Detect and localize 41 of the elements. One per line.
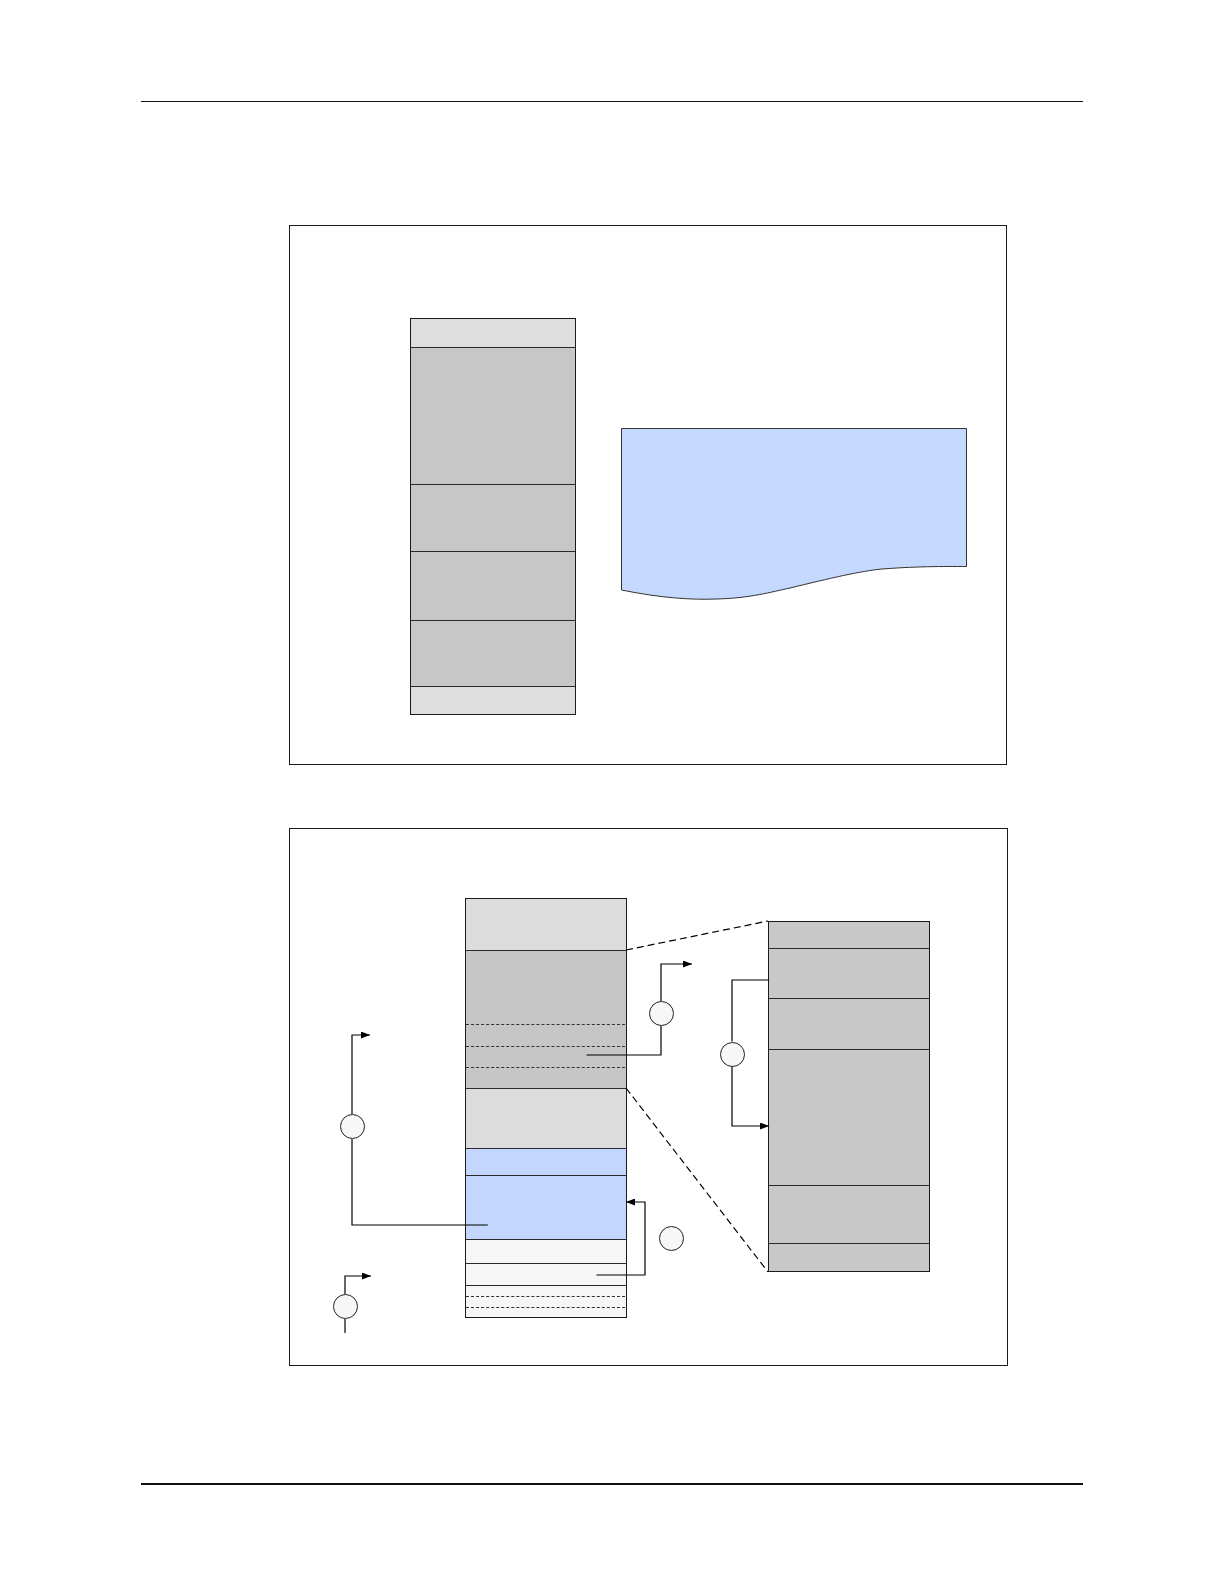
stack-segment: [466, 950, 626, 1088]
stack-segment: [769, 922, 929, 948]
arrow: [660, 960, 693, 1002]
arrow: [344, 1272, 372, 1295]
step-circle: [648, 1001, 674, 1026]
dashed-guide-line: [625, 920, 769, 951]
stack-segment: [769, 998, 929, 1049]
step-circle: [332, 1294, 358, 1319]
connector-line: [731, 979, 770, 1043]
stack-segment: [411, 319, 575, 347]
step-circle: [339, 1114, 365, 1139]
dashed-guide-line: [625, 1087, 769, 1273]
arrow: [731, 1065, 770, 1130]
panel-frame: [289, 225, 1007, 765]
stack-segment: [466, 1088, 626, 1148]
stack-segment: [411, 551, 575, 620]
connector-line: [351, 1138, 489, 1226]
memory-stack: [768, 921, 930, 1272]
stack-segment: [466, 899, 626, 950]
stack-segment: [411, 484, 575, 551]
step-circle: [719, 1041, 745, 1067]
stack-segment: [411, 347, 575, 484]
stack-segment: [466, 1263, 626, 1285]
stack-segment: [411, 620, 575, 686]
connector-line: [585, 1025, 662, 1056]
stack-segment: [466, 1175, 626, 1239]
stack-segment: [769, 1243, 929, 1271]
memory-stack: [410, 318, 576, 715]
stack-segment: [769, 1048, 929, 1185]
panel-frame: [289, 828, 1008, 1366]
stack-segment: [411, 686, 575, 714]
stack-segment: [466, 1285, 626, 1317]
stack-segment: [466, 1148, 626, 1175]
stack-segment: [769, 948, 929, 998]
arrow: [351, 1031, 371, 1115]
memory-stack: [465, 898, 627, 1318]
document-shape: [621, 428, 967, 600]
stack-segment: [466, 1239, 626, 1263]
connector-line: [344, 1318, 346, 1334]
step-circle: [658, 1226, 684, 1251]
stack-segment: [769, 1185, 929, 1243]
